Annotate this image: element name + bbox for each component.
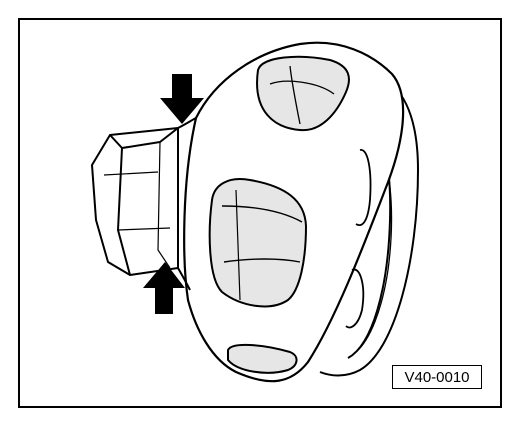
arrow-up-icon — [143, 262, 185, 314]
arrow-down-icon — [160, 74, 204, 124]
drive-shaft-joint-outer-cage — [177, 41, 419, 383]
figure-label: V40-0010 — [392, 365, 482, 389]
joint-inner-hub — [91, 127, 179, 276]
